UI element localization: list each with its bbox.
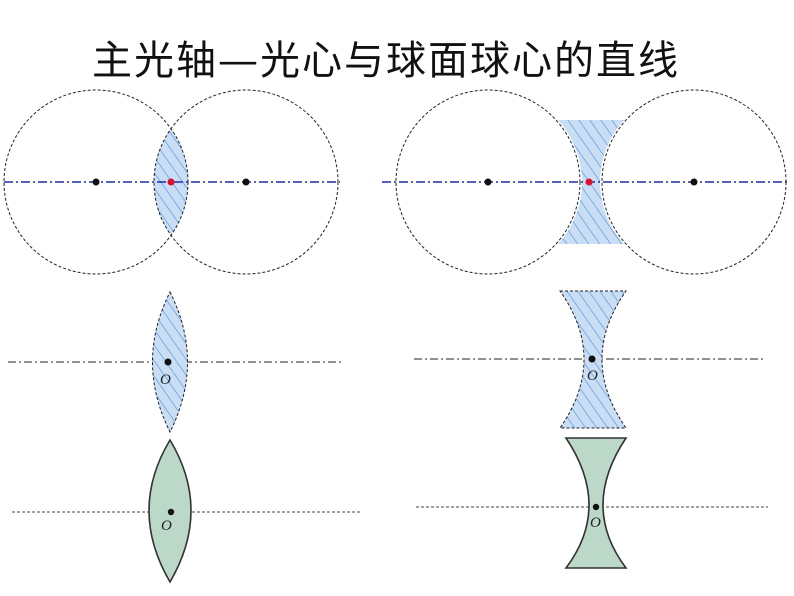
slide-title: 主光轴—光心与球面球心的直线 — [92, 38, 680, 84]
optical-center-dot — [585, 178, 593, 186]
concave-lens-shape — [564, 437, 628, 569]
optical-center-dot — [588, 355, 596, 363]
sphere-center-dot — [242, 178, 250, 186]
optical-center-label: O — [587, 368, 598, 384]
optical-center-label: O — [590, 515, 601, 531]
optical-center-dot — [167, 178, 175, 186]
sphere-center-dot — [92, 178, 100, 186]
sphere-center-dot — [690, 178, 698, 186]
convex-construction — [3, 89, 340, 275]
convex-solid-lens: O — [12, 438, 362, 584]
optical-center-label: O — [161, 518, 172, 534]
right-sphere-circle — [153, 89, 339, 275]
optical-center-dot — [592, 503, 600, 511]
optical-center-dot — [164, 358, 172, 366]
optical-center-dot — [167, 508, 175, 516]
optical-center-label: O — [160, 372, 171, 388]
concave-solid-lens: O — [416, 437, 768, 569]
left-sphere-circle — [395, 89, 581, 275]
concave-hatched-lens: O — [414, 290, 766, 429]
convex-hatched-lens: O — [8, 290, 344, 434]
sphere-center-dot — [484, 178, 492, 186]
concave-construction — [382, 89, 790, 275]
